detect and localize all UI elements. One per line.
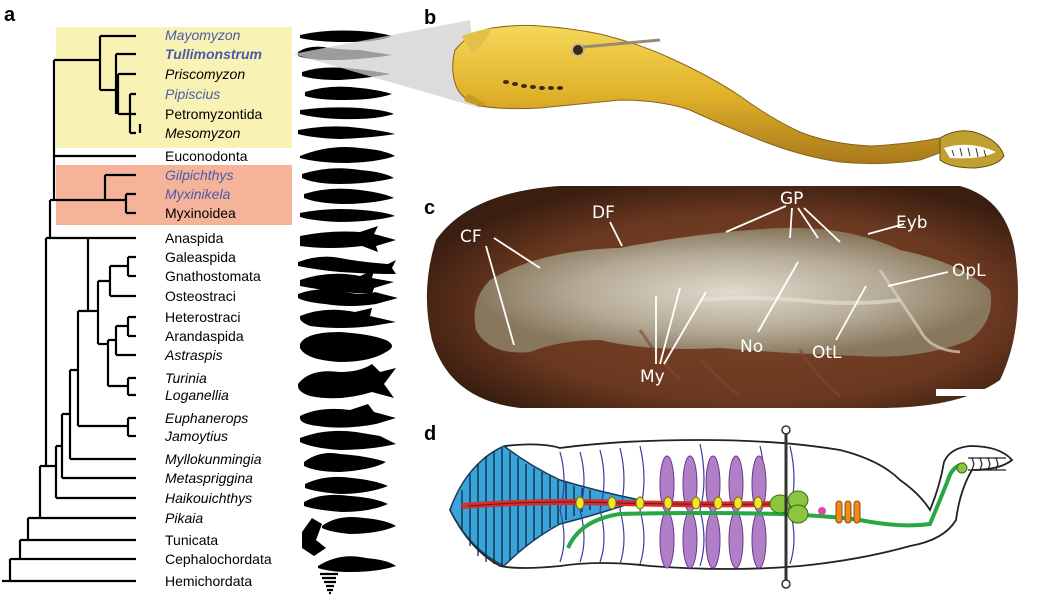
gilpichthys-silhouette — [302, 168, 394, 184]
taxon-label-pikaia: Pikaia — [165, 510, 203, 526]
gnathostomata-silhouette — [300, 270, 394, 294]
label-no: No — [740, 337, 763, 357]
taxon-label-turinia: Turinia — [165, 370, 207, 386]
taxon-label-loganellia: Loganellia — [165, 387, 229, 403]
spinal-nodes — [575, 496, 763, 510]
taxon-label-euconodonta: Euconodonta — [165, 148, 248, 164]
arandaspida-silhouette — [300, 332, 392, 362]
tunicata-silhouette — [302, 518, 326, 556]
taxon-label-gilpichthys: Gilpichthys — [165, 167, 233, 183]
taxon-label-osteostraci: Osteostraci — [165, 288, 236, 304]
taxon-label-mayomyzon: Mayomyzon — [165, 27, 241, 43]
anaspida-silhouette — [300, 226, 396, 252]
taxon-label-pipiscius: Pipiscius — [165, 86, 220, 102]
taxon-label-myxinoidea: Myxinoidea — [165, 205, 236, 221]
petromyzontida-silhouette — [300, 107, 394, 120]
tullimonstrum-reconstruction — [452, 24, 1005, 169]
galeaspida-silhouette — [298, 256, 396, 274]
heterostraci-silhouette — [300, 308, 396, 328]
mesomyzon-silhouette — [298, 126, 395, 139]
fossil-specimen-photo — [426, 186, 1018, 408]
zoom-connector — [293, 20, 480, 108]
taxon-label-euphanerops: Euphanerops — [165, 410, 248, 426]
label-df: DF — [592, 203, 615, 223]
stylet-teeth — [968, 457, 1006, 471]
pipiscius-silhouette — [305, 86, 392, 100]
taxon-label-jamoytius: Jamoytius — [164, 428, 228, 444]
taxon-label-anaspida: Anaspida — [165, 230, 224, 246]
panel-label-a: a — [4, 4, 16, 26]
taxon-label-petromyzontida: Petromyzontida — [165, 106, 262, 122]
taxon-label-myllokunmingia: Myllokunmingia — [165, 451, 262, 467]
myxinoidea-silhouette — [300, 209, 395, 222]
taxon-label-myxinikela: Myxinikela — [165, 186, 231, 202]
osteostraci-silhouette — [298, 289, 398, 306]
metaspriggina-silhouette — [305, 476, 388, 494]
taxon-label-haikouichthys: Haikouichthys — [165, 490, 252, 506]
otic-node — [818, 507, 826, 515]
label-gp: GP — [780, 189, 803, 209]
taxon-label-astraspis: Astraspis — [164, 347, 223, 363]
panel-label-d: d — [424, 423, 436, 445]
taxon-label-priscomyzon: Priscomyzon — [165, 66, 245, 82]
hemichordata-silhouette — [320, 572, 338, 595]
taxon-label-mesomyzon: Mesomyzon — [165, 125, 241, 141]
label-opl: OpL — [952, 261, 986, 281]
fossil-label-leaders — [485, 205, 949, 365]
gill-pouches — [659, 455, 767, 569]
taxon-label-galeaspida: Galeaspida — [165, 249, 236, 265]
taxon-label-cephalochordata: Cephalochordata — [165, 551, 272, 567]
taxon-silhouettes — [298, 30, 398, 595]
jamoytius-silhouette — [300, 430, 396, 450]
stylet-node — [956, 462, 968, 474]
label-cf: CF — [460, 227, 482, 247]
label-eyb: Eyb — [896, 213, 928, 233]
taxon-label-tullimonstrum: Tullimonstrum — [165, 46, 262, 62]
brain — [769, 490, 809, 524]
taxon-label-metaspriggina: Metaspriggina — [165, 470, 253, 486]
otic-capsules — [835, 500, 861, 524]
mayomyzon-silhouette — [300, 30, 392, 42]
cephalochordata-silhouette — [318, 556, 396, 572]
phylogenetic-tree — [2, 34, 142, 583]
hagfish-clade-highlight — [56, 165, 292, 225]
label-otl: OtL — [812, 343, 842, 363]
taxon-label-arandaspida: Arandaspida — [165, 328, 244, 344]
lamprey-clade-highlight — [56, 27, 292, 148]
myllokunmingia-silhouette — [304, 453, 386, 472]
taxon-label-gnathostomata: Gnathostomata — [165, 268, 261, 284]
euconodonta-silhouette — [300, 147, 395, 163]
panel-label-b: b — [424, 7, 436, 29]
turinia-silhouette — [298, 364, 396, 399]
pikaia-silhouette — [322, 517, 396, 534]
scale-bar — [936, 389, 990, 396]
euphanerops-silhouette — [300, 404, 396, 428]
myxinikela-silhouette — [304, 188, 394, 204]
taxon-label-tunicata: Tunicata — [165, 532, 218, 548]
fossil-labels: CF DF GP Eyb OpL My No OtL — [460, 189, 986, 387]
taxon-label-heterostraci: Heterostraci — [165, 309, 240, 325]
label-my: My — [640, 367, 665, 387]
taxon-labels: Mayomyzon Tullimonstrum Priscomyzon Pipi… — [164, 27, 272, 589]
taxon-label-hemichordata: Hemichordata — [165, 573, 252, 589]
haikouichthys-silhouette — [304, 494, 388, 512]
anatomical-diagram — [449, 425, 1014, 589]
panel-label-c: c — [424, 197, 435, 219]
